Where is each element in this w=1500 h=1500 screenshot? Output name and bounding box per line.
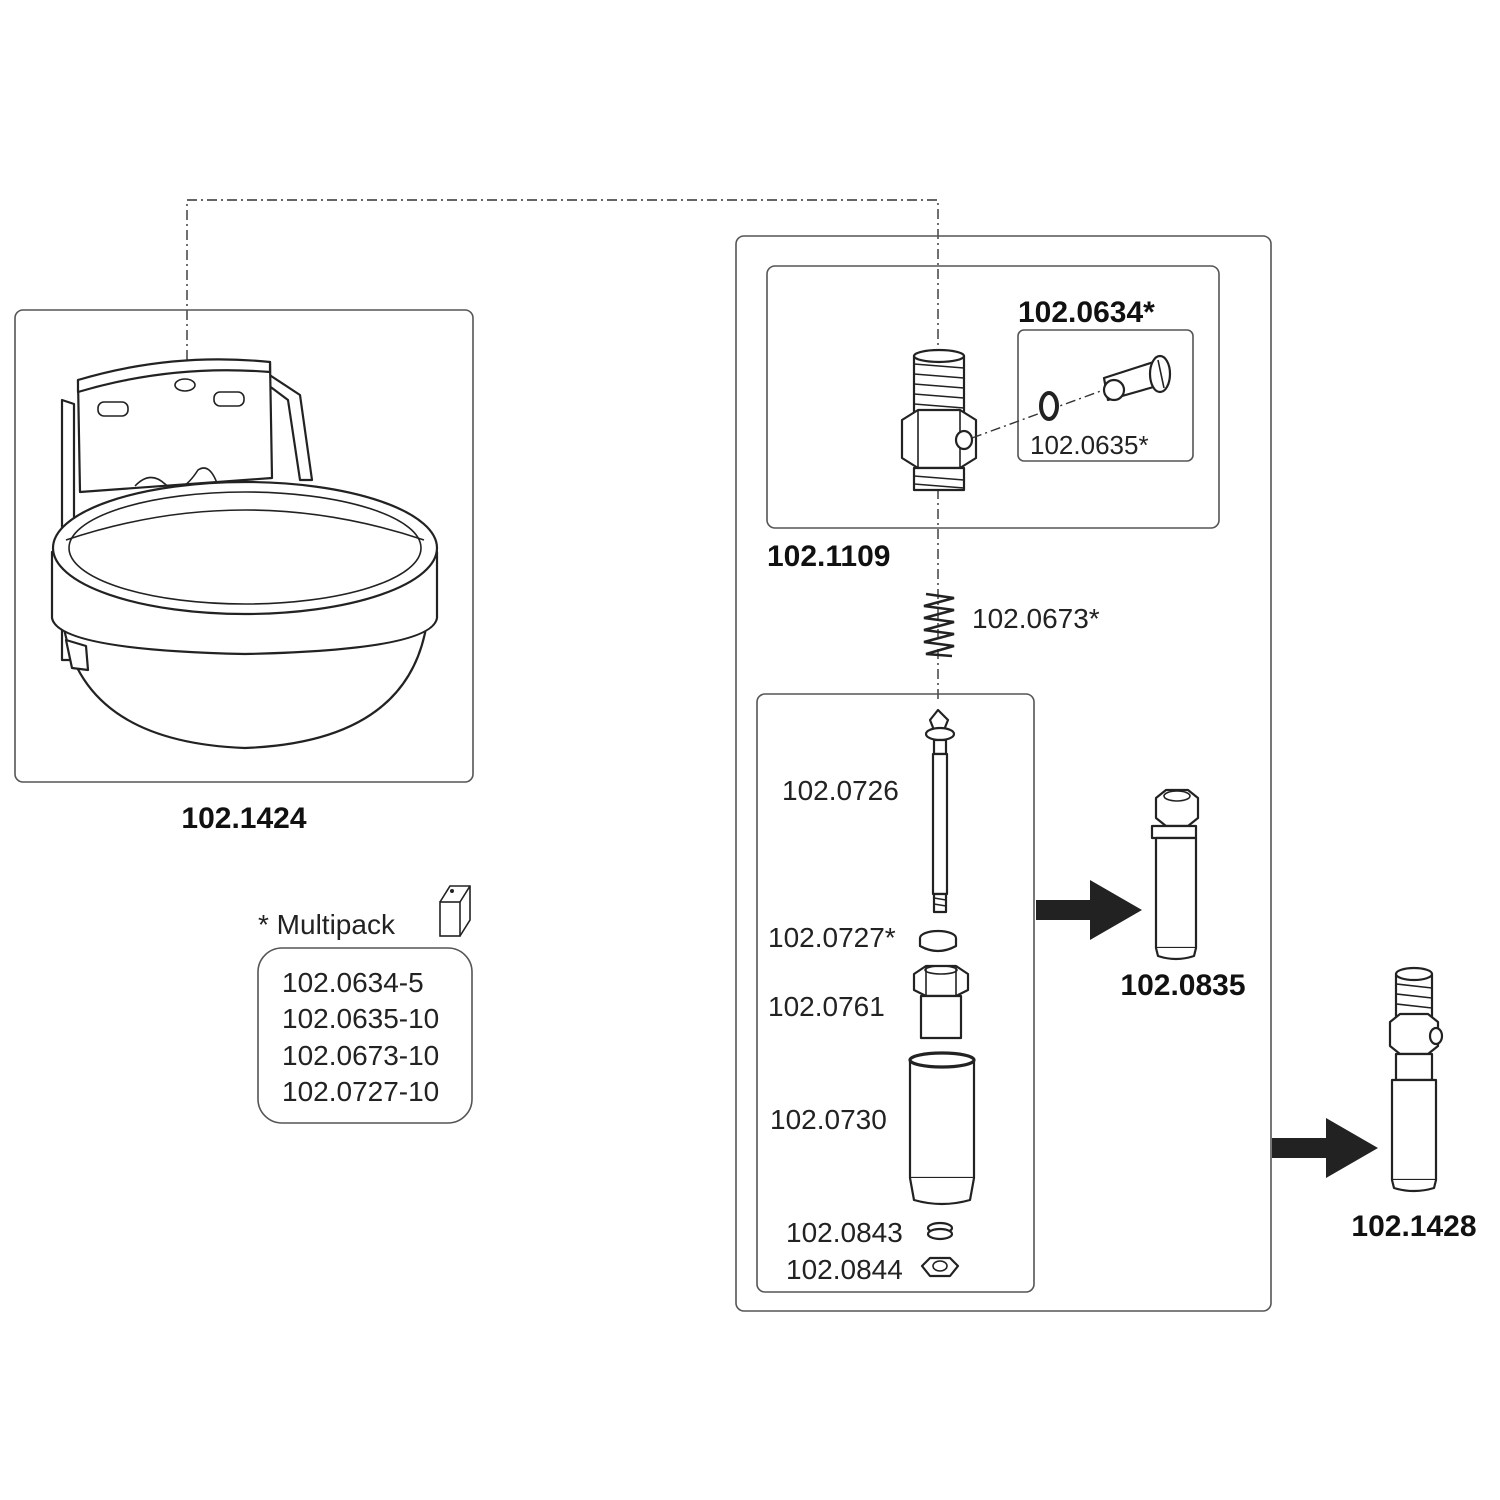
drinking-bowl-illustration: [50, 358, 439, 750]
pin-label: 102.0726: [782, 775, 899, 806]
valve-body-label: 102.1109: [767, 540, 890, 573]
small-nut-label: 102.0844: [786, 1254, 903, 1285]
spring-part: [923, 592, 955, 658]
assembly-mid-part: [1150, 788, 1200, 961]
bowl-part-label: 102.1424: [181, 802, 306, 835]
multipack-item: 102.0673-10: [282, 1040, 439, 1071]
valve-body-panel: [766, 265, 1220, 529]
tube-part: [908, 1051, 976, 1206]
assembly-full-part: [1388, 966, 1444, 1193]
arrow-to-full-assembly-icon: [1272, 1118, 1378, 1178]
screw-axis-line: [971, 383, 1121, 439]
multipack-item: 102.0634-5: [282, 967, 424, 998]
arrow-to-assembly-icon: [1036, 880, 1142, 940]
screw-part: [1102, 354, 1172, 402]
multipack-box-icon: [439, 885, 471, 937]
inner-valve-panel: [756, 693, 1035, 1293]
small-washer-part: [926, 1221, 954, 1241]
multipack-list-frame: [257, 947, 473, 1124]
valve-pin-part: [924, 708, 956, 914]
bowl-panel: [14, 309, 474, 783]
nut-sleeve-part: [912, 964, 970, 1040]
valve-body-part: [900, 348, 978, 492]
screw-kit-panel: [1017, 329, 1194, 462]
multipack-legend: * Multipack 102.0634-5 102.0635-10 102.0…: [257, 885, 473, 1124]
assembly-full-label: 102.1428: [1351, 1210, 1476, 1243]
screw-kit-label: 102.0634*: [1018, 296, 1155, 329]
washer-label: 102.0727*: [768, 922, 896, 953]
nut-sleeve-label: 102.0761: [768, 991, 885, 1022]
multipack-title: * Multipack: [258, 909, 396, 940]
multipack-item: 102.0635-10: [282, 1003, 439, 1034]
assembly-mid-label: 102.0835: [1120, 969, 1245, 1002]
oring-label: 102.0635*: [1030, 430, 1149, 460]
tube-label: 102.0730: [770, 1104, 887, 1135]
oring-part: [1039, 391, 1059, 421]
small-washer-label: 102.0843: [786, 1217, 903, 1248]
spring-label: 102.0673*: [972, 603, 1100, 634]
washer-part: [918, 929, 958, 953]
valve-assembly-panel: [735, 235, 1272, 1312]
multipack-item: 102.0727-10: [282, 1076, 439, 1107]
small-nut-part: [920, 1256, 960, 1278]
